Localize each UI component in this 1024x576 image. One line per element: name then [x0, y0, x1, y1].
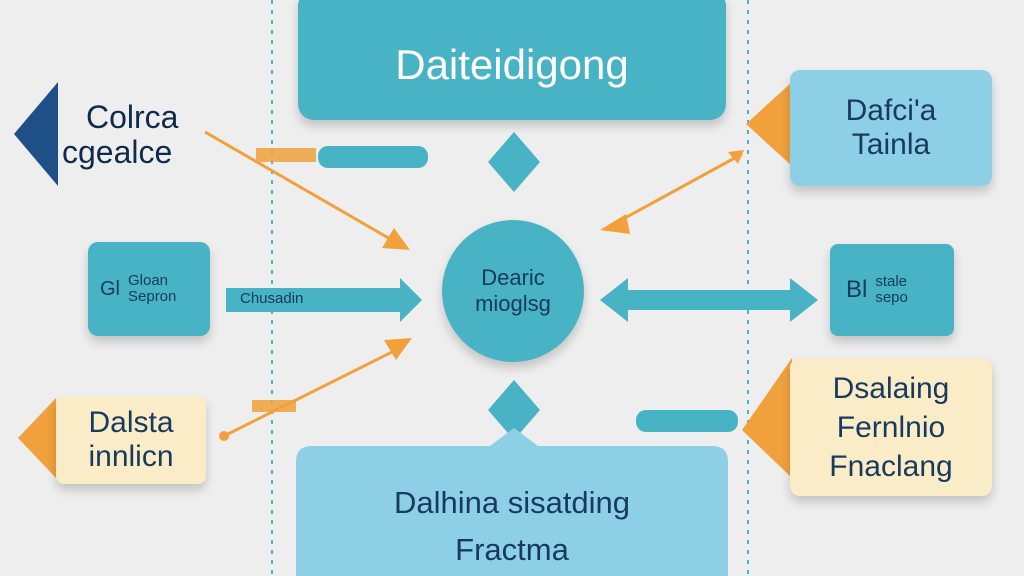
- right-mid-initial: Bl: [846, 276, 868, 303]
- arrowhead-tail-right: [728, 150, 744, 164]
- right-bottom-pointer: [742, 358, 792, 478]
- right-mid-box: Bl stale sepo: [830, 244, 954, 336]
- right-mid-line-2: sepo: [875, 289, 908, 306]
- left-top-pointer: [14, 82, 58, 186]
- orange-tag-top: [256, 148, 316, 162]
- bottom-diamond: [488, 380, 540, 440]
- left-bottom-pointer: [18, 398, 56, 478]
- left-top-line-2: cgealce: [62, 134, 173, 171]
- right-top-box: Dafci'a Tainla: [790, 70, 992, 186]
- arrowhead-lower-left: [384, 338, 412, 360]
- right-top-line-2: Tainla: [851, 128, 931, 161]
- right-bottom-line-3: Fnaclang: [829, 449, 953, 483]
- title-box: Daiteidigong: [298, 0, 726, 120]
- right-bottom-line-1: Dsalaing: [832, 371, 950, 405]
- orange-arrows: [204, 130, 743, 438]
- center-text: Dearic mioglsg: [475, 265, 551, 316]
- left-bottom-box: Dalsta innlicn: [56, 396, 206, 484]
- left-top-label: Colrca cgealce: [62, 99, 179, 171]
- arrow-label: Chusadin: [240, 290, 304, 307]
- teal-double-arrow-right: [600, 278, 818, 322]
- left-mid-line-1: Gloan: [128, 271, 169, 289]
- left-bottom-line-1: Dalsta: [88, 405, 174, 439]
- top-diamond: [488, 132, 540, 192]
- center-node: Dearic mioglsg: [442, 220, 584, 362]
- bottom-line-1: Dalhina sisatding: [393, 485, 631, 520]
- left-bottom-line-2: innlicn: [88, 440, 174, 473]
- right-mid-line-1: stale: [875, 272, 908, 290]
- right-top-line-1: Dafci'a: [845, 93, 937, 127]
- left-mid-initial: Gl: [100, 277, 120, 300]
- right-bottom-box: Dsalaing Fernlnio Fnaclang: [790, 358, 992, 496]
- bottom-box-text: Dalhina sisatding Fractma: [296, 480, 728, 573]
- left-mid-line-2: Sepron: [128, 288, 177, 305]
- bottom-line-2: Fractma: [455, 531, 569, 567]
- arrowhead-upper-right: [600, 214, 630, 234]
- arrow-start-dot: [219, 431, 229, 441]
- right-top-pointer: [746, 82, 792, 166]
- right-bottom-line-2: Fernlnio: [836, 410, 946, 444]
- title-text: Daiteidigong: [395, 41, 629, 88]
- teal-arrow-left: [226, 278, 422, 322]
- pill-lower-right: [636, 410, 738, 432]
- arrowhead-upper-left: [382, 228, 410, 250]
- left-top-line-1: Colrca: [86, 99, 179, 135]
- left-mid-box: Gl Gloan Sepron: [88, 242, 210, 336]
- orange-tag-bottom: [252, 400, 296, 412]
- pill-upper-left: [318, 146, 428, 168]
